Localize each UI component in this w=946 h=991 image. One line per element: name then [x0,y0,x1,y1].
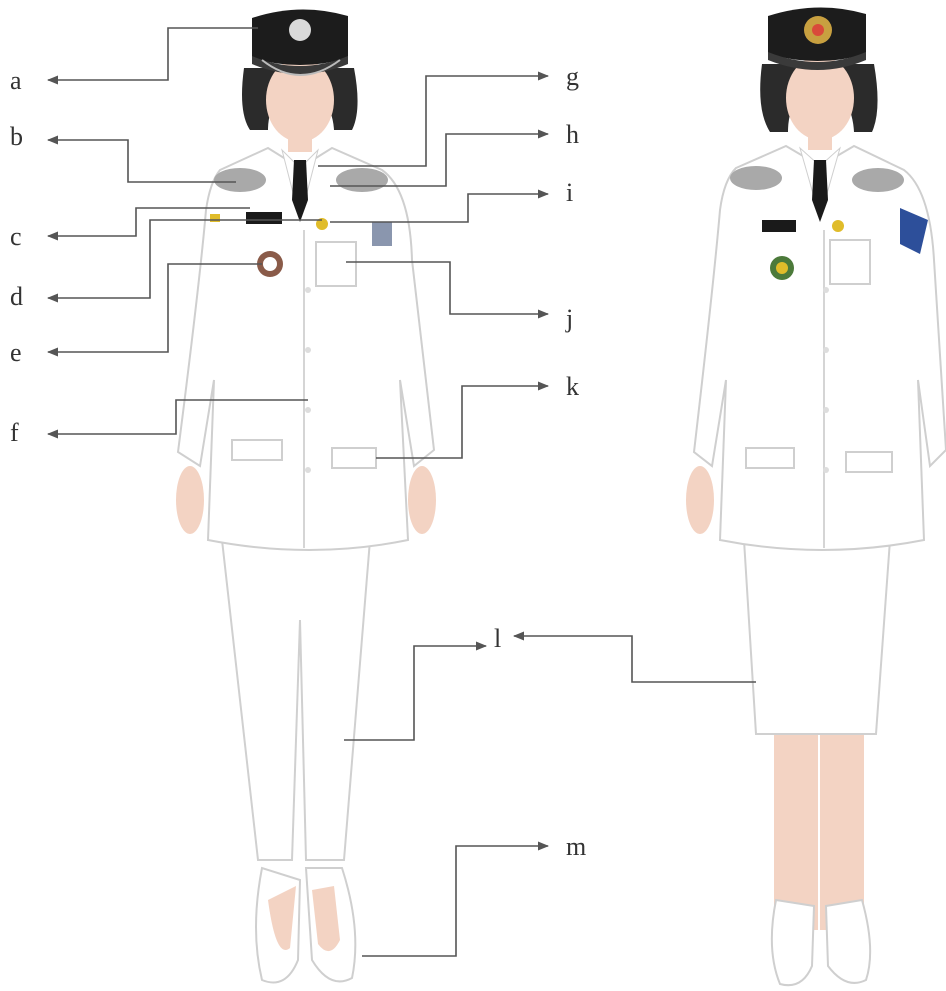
lower-pocket-right-b [845,451,893,473]
figure-left-trousers [176,9,436,984]
gold-pin-left [316,218,328,230]
trousers [220,539,372,861]
leader-m [362,841,550,957]
epaulette-left-2 [336,168,388,192]
epaulette-left-1 [214,168,266,192]
shoe-right-1 [770,898,816,987]
label-l: l [494,624,502,653]
figure-right-skirt [686,7,946,987]
epaulette-right-2 [852,168,904,192]
label-a: a [10,66,22,95]
leader-a [46,27,258,85]
gold-pin-right [832,220,844,232]
leader-c [46,207,250,241]
lower-pocket-right-a [745,447,795,469]
label-d: d [10,282,23,311]
leader-g [318,71,550,167]
face-right [786,56,854,140]
lower-pocket-left-a [231,439,283,461]
tie-left [292,160,308,222]
name-tag-left [246,212,282,224]
face-left [266,58,334,142]
label-c: c [10,222,22,251]
label-f: f [10,418,19,447]
chest-pocket-left [315,241,357,287]
leader-e [46,263,262,357]
name-tag-right [762,220,796,232]
label-b: b [10,122,23,151]
leader-j [346,261,550,319]
leader-k [376,381,550,459]
leader-d [46,219,322,303]
leader-b [46,135,236,183]
skirt [742,539,892,735]
epaulette-right-1 [730,166,782,190]
leader-lines [46,27,756,957]
cap-badge-left [289,19,311,41]
arm-patch-right [900,208,928,254]
chest-pocket-right [829,239,871,285]
tie-right [812,160,828,222]
label-e: e [10,338,22,367]
leader-l-left [344,641,488,741]
label-i: i [566,178,574,207]
leader-i [330,189,550,223]
label-k: k [566,372,579,401]
label-j: j [566,304,574,333]
leader-f [46,399,308,439]
shoe-right-2 [824,898,872,984]
leader-l-right [512,631,756,683]
label-m: m [566,832,587,861]
lower-pocket-left-b [331,447,377,469]
leader-h [330,129,550,187]
label-g: g [566,62,579,91]
label-h: h [566,120,579,149]
